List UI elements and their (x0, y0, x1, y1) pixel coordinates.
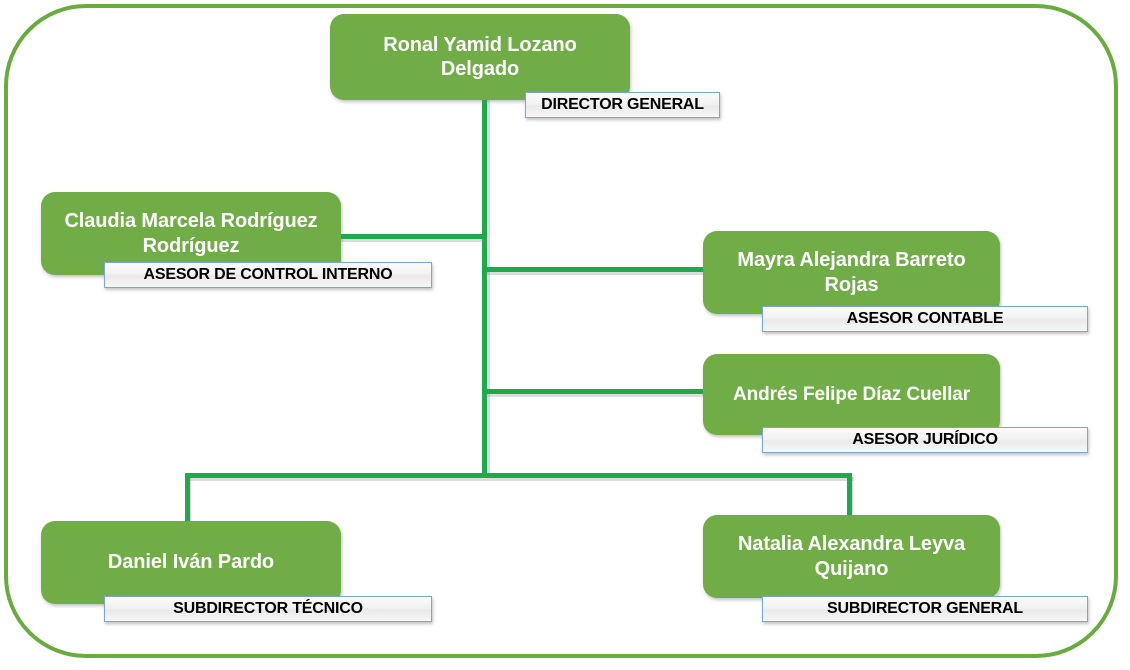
trunk-shadow (486, 96, 490, 478)
role-badge-subdirector-general[interactable]: SUBDIRECTOR GENERAL (762, 596, 1088, 622)
name-line-1: Andrés Felipe Díaz Cuellar (732, 383, 971, 405)
role-badge-director-general[interactable]: DIRECTOR GENERAL (525, 92, 720, 118)
node-subdirector-general[interactable]: Natalia Alexandra Leyva Quijano (703, 515, 1000, 598)
connector-drop-subdirector-tecnico (185, 473, 190, 523)
role-label: SUBDIRECTOR TÉCNICO (173, 600, 363, 617)
node-subdirector-tecnico[interactable]: Daniel Iván Pardo (41, 521, 341, 604)
node-subdirector-general-name: Natalia Alexandra Leyva Quijano (724, 532, 979, 581)
node-asesor-control-interno[interactable]: Claudia Marcela Rodríguez Rodríguez (41, 192, 341, 275)
name-line-1: Natalia Alexandra Leyva (737, 533, 966, 556)
connector-branch-asesor-contable (483, 267, 705, 272)
node-asesor-juridico[interactable]: Andrés Felipe Díaz Cuellar (703, 354, 1000, 435)
node-director-general-name: Ronal Yamid Lozano Delgado (369, 33, 590, 82)
name-line-1: Ronal Yamid Lozano (383, 33, 577, 56)
bottom-bus-shadow (187, 477, 854, 481)
outer-frame-border (4, 4, 1118, 658)
role-label: ASESOR CONTABLE (846, 310, 1004, 327)
node-asesor-juridico-name: Andrés Felipe Díaz Cuellar (719, 383, 984, 406)
name-line-2: Rodríguez (142, 234, 240, 257)
role-badge-asesor-control-interno[interactable]: ASESOR DE CONTROL INTERNO (104, 262, 432, 288)
node-asesor-contable[interactable]: Mayra Alejandra Barreto Rojas (703, 231, 1000, 314)
name-line-1: Mayra Alejandra Barreto (737, 249, 966, 272)
name-line-2: Rojas (824, 273, 879, 296)
branch-contable-shadow (486, 271, 706, 275)
role-label: ASESOR JURÍDICO (852, 431, 998, 448)
node-asesor-control-interno-name: Claudia Marcela Rodríguez Rodríguez (50, 209, 331, 258)
name-line-1: Claudia Marcela Rodríguez (64, 210, 318, 233)
connector-trunk-vertical (482, 94, 487, 476)
node-subdirector-tecnico-name: Daniel Iván Pardo (94, 550, 288, 574)
role-badge-asesor-juridico[interactable]: ASESOR JURÍDICO (762, 427, 1088, 453)
branch-control-shadow (336, 238, 486, 242)
role-badge-subdirector-tecnico[interactable]: SUBDIRECTOR TÉCNICO (104, 596, 432, 622)
connector-branch-control-interno (334, 234, 486, 239)
name-line-2: Delgado (440, 58, 520, 80)
branch-juridico-shadow (486, 393, 706, 397)
name-line-1: Daniel Iván Pardo (107, 551, 275, 574)
role-badge-asesor-contable[interactable]: ASESOR CONTABLE (762, 306, 1088, 332)
node-asesor-contable-name: Mayra Alejandra Barreto Rojas (723, 248, 979, 297)
connector-bottom-bus (185, 473, 852, 478)
role-label: SUBDIRECTOR GENERAL (827, 600, 1023, 617)
node-director-general[interactable]: Ronal Yamid Lozano Delgado (330, 14, 630, 100)
connector-branch-asesor-juridico (483, 389, 705, 394)
role-label: ASESOR DE CONTROL INTERNO (143, 266, 393, 283)
connector-drop-subdirector-general (847, 473, 852, 523)
name-line-2: Quijano (814, 557, 889, 580)
role-label: DIRECTOR GENERAL (541, 96, 704, 113)
